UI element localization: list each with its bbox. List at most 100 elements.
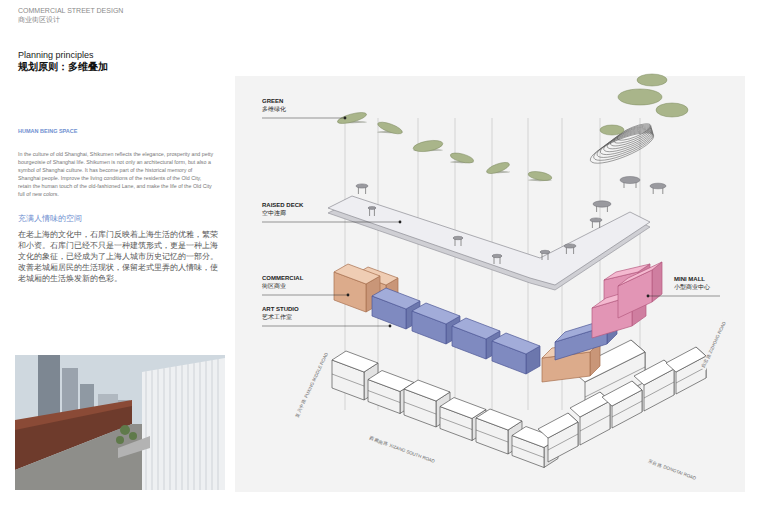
photo-fin [188, 364, 189, 490]
photo-walkway [118, 436, 150, 458]
layer-label: 艺术工作室 [262, 314, 292, 322]
ground-building [404, 380, 450, 401]
photo-fin [218, 359, 219, 490]
photo-fin [170, 367, 171, 490]
furniture-top [593, 201, 611, 207]
ground-building [440, 398, 486, 419]
art-studio-block [412, 303, 460, 324]
ground-building-storey [644, 382, 674, 398]
header-text: 商业街区设计 [18, 16, 60, 25]
leader-dot [344, 117, 347, 120]
photo-fin [212, 360, 213, 490]
furniture-top [368, 207, 376, 210]
photo-fin [176, 366, 177, 490]
leader-dot [647, 295, 650, 298]
body-text: 在老上海的文化中，石库门反映着上海生活的优雅，繁荣和小资。石库门已经不只是一种建… [18, 230, 218, 284]
section-heading: Planning principles [18, 50, 94, 61]
leader-dot [389, 325, 392, 328]
ground-building [332, 351, 378, 372]
green-patch [527, 170, 552, 182]
street-photo [15, 355, 225, 490]
art-studio-block [492, 333, 540, 354]
layer-label: GREEN [262, 98, 283, 106]
ground-building-storey [332, 374, 364, 386]
subheading: HUMAN BEING SPACE [18, 128, 78, 135]
deck-furniture [540, 250, 550, 260]
furniture-top [590, 218, 602, 222]
furniture-top [564, 244, 576, 248]
ground-building-storey [404, 402, 436, 414]
layer-label: MINI MALL [674, 276, 705, 284]
ground-building [666, 347, 706, 372]
layer-label: 空中连廊 [262, 210, 286, 218]
raised-deck [328, 196, 650, 285]
ground-building [476, 409, 522, 430]
photo-street [15, 424, 142, 490]
art-studio-block [372, 288, 420, 309]
subheading: 充满人情味的空间 [18, 214, 82, 224]
deck-furniture [650, 183, 666, 194]
furniture-top [356, 184, 368, 188]
photo-fin [146, 371, 147, 490]
photo-sky [15, 355, 225, 490]
furniture-top [492, 254, 502, 258]
green-patch [485, 160, 510, 176]
photo-tree [116, 436, 124, 444]
photo-fin [158, 369, 159, 490]
ground-building-storey [580, 415, 610, 431]
leader-line [262, 222, 400, 223]
ground-building-storey [476, 430, 508, 442]
commercial-layer [334, 262, 662, 382]
photo-fin [152, 370, 153, 490]
body-text: In the culture of old Shanghai, Shikumen… [18, 151, 214, 199]
leader-line [262, 295, 348, 296]
photo-fin [194, 363, 195, 490]
deck-furniture [590, 218, 602, 228]
leader-line [262, 118, 345, 119]
green-patch [656, 103, 688, 117]
photo-fin [182, 365, 183, 490]
furniture-top [650, 183, 666, 189]
deck-furniture [564, 244, 576, 254]
layer-label: COMMERCIAL [262, 275, 303, 283]
photo-fin [206, 361, 207, 490]
ground-building [602, 381, 642, 406]
deck-furniture [453, 236, 463, 246]
mall-block [618, 262, 662, 286]
deck-furniture [356, 184, 368, 194]
green-patch [618, 89, 662, 105]
green-layer [336, 74, 688, 182]
leader-line [648, 296, 720, 297]
leader-dot [399, 221, 402, 224]
ground-building [538, 413, 578, 438]
layer-label: 小型商业中心 [674, 284, 710, 292]
furniture-top [453, 236, 463, 240]
ground-building-storey [612, 401, 642, 417]
photo-fin [200, 362, 201, 490]
art-studio-block [452, 318, 500, 339]
photo-building [142, 358, 225, 490]
page-title: 规划原则：多维叠加 [18, 61, 108, 74]
leader-line [262, 326, 390, 327]
layer-label: 街区商业 [262, 283, 286, 291]
commercial-block [334, 264, 380, 284]
photo-fin [164, 368, 165, 490]
guide-line [418, 118, 419, 410]
ground-buildings [332, 340, 706, 468]
furniture-top [620, 177, 640, 184]
furniture-top [540, 250, 550, 254]
photo-roof-top [15, 400, 132, 430]
deck-furniture [593, 201, 611, 212]
ground-building-storey [368, 391, 400, 403]
layer-label: ART STUDIO [262, 306, 299, 314]
green-patch [600, 125, 624, 135]
leader-dot [347, 294, 350, 297]
diagram-ground [235, 76, 745, 492]
photo-tree [120, 425, 130, 435]
photo-tree [129, 432, 137, 440]
deck-furniture [492, 254, 502, 264]
ground-building-storey [440, 418, 472, 430]
deck-furniture [368, 207, 376, 216]
layer-label: RAISED DECK [262, 202, 303, 210]
